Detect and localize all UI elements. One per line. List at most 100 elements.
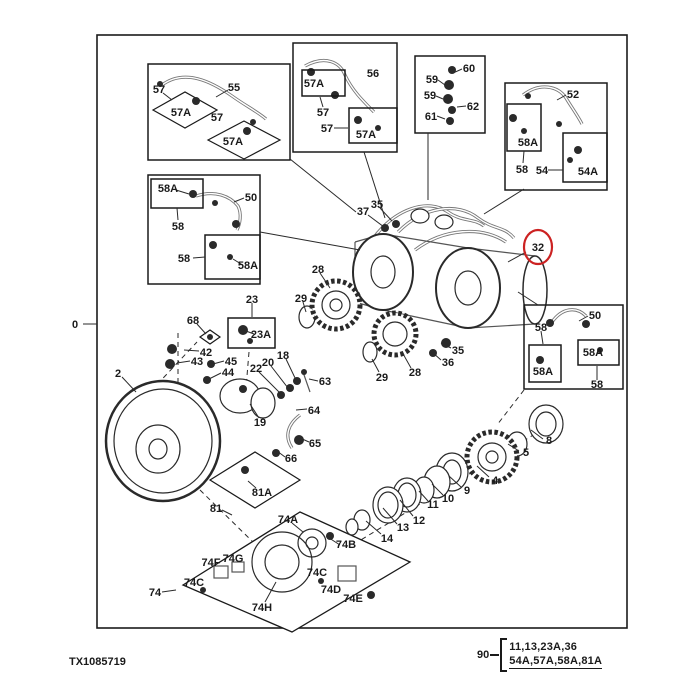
leader-line — [431, 483, 444, 496]
part-label: 74D — [321, 584, 341, 596]
part-label: 63 — [319, 376, 331, 388]
fitting-dot — [443, 94, 453, 104]
fitting-dot — [167, 344, 177, 354]
leader-line — [121, 376, 137, 393]
fitting-dot — [207, 360, 215, 368]
part-label: 58A — [158, 183, 178, 195]
leader-line — [270, 365, 289, 389]
leader-line — [483, 188, 525, 215]
fitting-dot — [597, 347, 603, 353]
leader-line — [448, 475, 462, 488]
part-label: 57 — [321, 123, 333, 135]
part-ellipse — [535, 411, 557, 437]
hydraulic-tube-highlight — [371, 205, 485, 241]
part-label: 13 — [397, 522, 409, 534]
part-ellipse — [345, 518, 359, 536]
part-label: 61 — [425, 111, 437, 123]
part-label: 43 — [191, 356, 203, 368]
leader-line — [183, 349, 200, 352]
part-label: 57A — [304, 78, 324, 90]
hydraulic-tube-highlight — [551, 309, 587, 323]
part-label: 74 — [149, 587, 162, 599]
part-label: 68 — [187, 315, 199, 327]
part-circle — [305, 536, 319, 550]
part-label: 50 — [589, 310, 601, 322]
part-label: 74C — [184, 577, 204, 589]
part-ellipse — [148, 438, 168, 460]
leader-line — [522, 150, 525, 164]
fitting-dot — [525, 93, 531, 99]
hydraulic-tube-highlight — [161, 76, 267, 120]
part-label: 58A — [583, 347, 603, 359]
part-label: 28 — [312, 264, 324, 276]
fitting-dot — [567, 157, 573, 163]
part-circle — [485, 450, 499, 464]
part-label: 57 — [153, 84, 165, 96]
leader-line — [371, 358, 380, 373]
part-label: 58A — [518, 137, 538, 149]
inset-box — [577, 339, 620, 366]
fitting-dot — [444, 80, 454, 90]
leader-line — [382, 507, 398, 525]
part-ellipse — [410, 208, 430, 224]
structure-line — [382, 233, 469, 249]
fitting-dot — [293, 377, 301, 385]
fitting-dot — [209, 241, 217, 249]
part-label: 23A — [251, 329, 271, 341]
part-label: 74G — [223, 553, 244, 565]
fitting-dot — [200, 587, 206, 593]
fitting-dot — [157, 81, 163, 87]
axis-dashed-line — [199, 489, 257, 546]
part-ellipse — [250, 387, 276, 419]
part-label: 44 — [222, 367, 235, 379]
part-ellipse — [434, 214, 454, 230]
leader-line — [176, 207, 179, 221]
part-label: 9 — [464, 485, 470, 497]
part-label: 58 — [178, 253, 190, 265]
fitting-dot — [277, 391, 285, 399]
legend-row-1: 11,13,23A,36 — [509, 640, 578, 653]
part-label: 57A — [171, 107, 191, 119]
part-label: 58 — [535, 322, 547, 334]
fitting-dot — [367, 591, 375, 599]
leader-line — [176, 360, 191, 364]
legend-dash — [490, 654, 500, 656]
diagram-border — [96, 34, 628, 629]
leader-line — [456, 105, 467, 108]
part-label: 65 — [309, 438, 321, 450]
leader-line — [215, 89, 229, 98]
fitting-dot — [247, 338, 253, 344]
part-label: 36 — [442, 357, 454, 369]
leader-line — [264, 581, 277, 603]
part-ellipse — [362, 341, 378, 363]
legend-ref-number: 90 — [477, 649, 490, 661]
fitting-dot — [392, 220, 400, 228]
leader-line — [258, 371, 281, 394]
leader-line — [208, 372, 222, 380]
part-label: 60 — [463, 63, 475, 75]
fitting-dot — [250, 119, 256, 125]
fitting-dot — [207, 334, 213, 340]
part-label: 35 — [452, 345, 464, 357]
part-ellipse — [370, 255, 396, 289]
leader-line — [161, 589, 177, 593]
part-label: 5 — [523, 447, 529, 459]
part-label: 42 — [200, 347, 212, 359]
part-label: 54A — [578, 166, 598, 178]
leader-line — [192, 256, 206, 259]
legend-bracket — [500, 638, 508, 672]
fitting-dot — [574, 146, 582, 154]
fitting-dot — [307, 68, 315, 76]
fitting-dot — [546, 319, 554, 327]
part-label: 29 — [376, 372, 388, 384]
leader-line — [221, 509, 233, 516]
part-ellipse — [454, 270, 482, 306]
fitting-dot — [238, 325, 248, 335]
group-diamond-outline — [151, 91, 219, 129]
fitting-dot — [212, 200, 218, 206]
part-label: 74E — [343, 593, 363, 605]
fitting-dot — [203, 376, 211, 384]
part-label: 64 — [308, 405, 321, 417]
part-label: 2 — [115, 368, 121, 380]
axis-dashed-line — [496, 389, 525, 426]
